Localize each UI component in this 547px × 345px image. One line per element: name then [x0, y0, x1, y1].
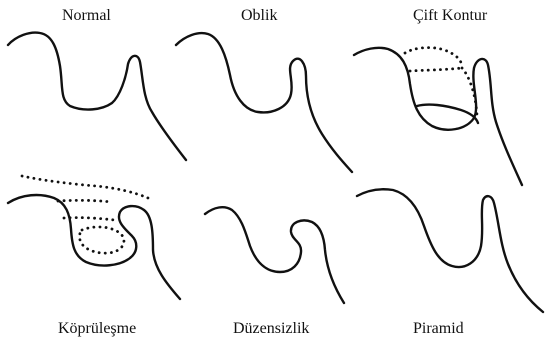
- normal-contour: [8, 33, 186, 160]
- panel-piramid-drawing: [357, 189, 543, 312]
- koprulesme-contour: [8, 195, 180, 299]
- panel-duzensizlik-drawing: [205, 207, 344, 303]
- koprulesme-dotted-loop: [80, 227, 124, 253]
- duzensizlik-contour: [205, 207, 344, 303]
- panel-cift-kontur-drawing: [354, 48, 522, 185]
- koprulesme-dotted-upper: [58, 200, 112, 202]
- koprulesme-dotted-middle: [64, 218, 114, 220]
- panel-oblik-drawing: [176, 33, 352, 172]
- cift-kontur-inner-contour: [417, 105, 478, 123]
- oblik-contour: [176, 33, 352, 172]
- panel-normal-drawing: [8, 33, 186, 160]
- panel-koprulesme-drawing: [8, 176, 180, 299]
- cift-kontur-dotted-top: [405, 48, 462, 66]
- cift-kontur-dotted-mid: [410, 68, 462, 71]
- cift-kontur-outer-contour: [354, 48, 522, 185]
- piramid-contour: [357, 189, 543, 312]
